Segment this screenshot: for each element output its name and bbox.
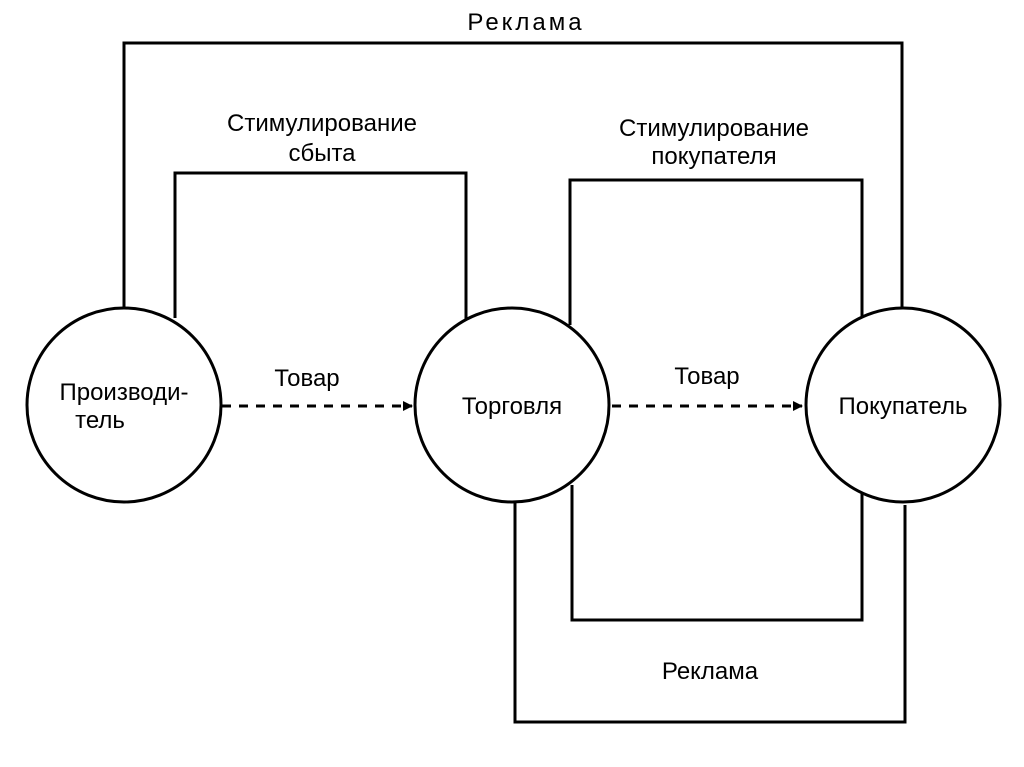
top-advertising-label: Реклама bbox=[467, 9, 584, 36]
sales-promotion-line bbox=[173, 171, 468, 320]
buyer-promotion-bottom-line bbox=[570, 485, 864, 622]
goods-label-2: Товар bbox=[674, 363, 739, 390]
buyer-node bbox=[804, 306, 1002, 504]
buyer-promotion-top-line bbox=[568, 178, 864, 325]
sales-promotion-label-line-1: Стимулирование bbox=[227, 110, 417, 137]
producer-label-line-2: тель bbox=[75, 407, 125, 434]
goods-label-1: Товар bbox=[274, 365, 339, 392]
bottom-advertising-label: Реклама bbox=[662, 658, 759, 685]
producer-label-line-1: Производи- bbox=[59, 379, 188, 406]
producer-node bbox=[25, 306, 223, 504]
advertising-trade-to-buyer-line bbox=[513, 500, 907, 724]
buyer-promotion-label-line-1: Стимулирование bbox=[619, 115, 809, 142]
advertising-producer-to-buyer-line bbox=[122, 41, 904, 315]
buyer-label: Покупатель bbox=[839, 393, 968, 420]
buyer-promotion-label-line-2: покупателя bbox=[651, 143, 776, 170]
trade-label: Торговля bbox=[462, 393, 562, 420]
trade-node bbox=[413, 306, 611, 504]
sales-promotion-label-line-2: сбыта bbox=[288, 140, 356, 167]
